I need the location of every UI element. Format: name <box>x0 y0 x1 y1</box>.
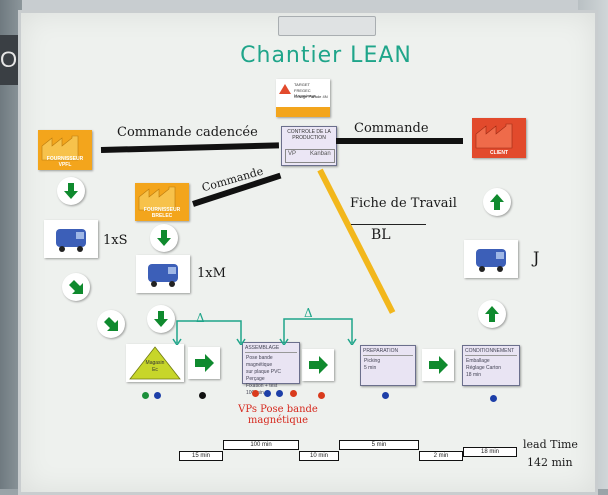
supplier-brelec-sub: BRELEC <box>151 213 173 219</box>
client-tag-line2: FREGEC Magasinage <box>294 88 316 98</box>
timeline-bottom-2: 10 min <box>299 451 339 461</box>
label-commande-right: Commande <box>354 121 429 136</box>
lead-time-label: lead Time <box>523 438 578 451</box>
control-title: CONTROLE DE LA PRODUCTION <box>287 129 331 141</box>
label-freq-1xs: 1xS <box>103 233 128 248</box>
stock-label: Magasin <box>145 360 165 366</box>
control-cell-left: VP <box>288 151 297 157</box>
client-tag-card: TARGET FREGEC Magasinage Orange Parade 4… <box>276 79 330 117</box>
timeline-bottom-1: 15 min <box>179 451 223 461</box>
arrow-down-icon <box>57 177 85 205</box>
arrow-right-icon <box>302 349 334 381</box>
magnet <box>318 392 325 399</box>
whiteboard: Chantier LEAN TARGET FREGEC Magasinage O… <box>18 10 598 495</box>
process-preparation-line: Picking <box>364 358 381 364</box>
board-clip <box>278 16 376 36</box>
control-production-card: CONTROLE DE LA PRODUCTION VP Kanban <box>281 126 337 166</box>
label-freq-j: J <box>533 248 540 267</box>
process-preparation: PREPARATION Picking 5 min <box>360 345 416 386</box>
arrow-down-icon <box>147 305 175 333</box>
board-title: Chantier LEAN <box>240 43 412 68</box>
stock-card: Magasin Ec <box>126 344 184 382</box>
stock-sub: Ec <box>152 367 158 373</box>
process-preparation-title: PREPARATION <box>363 348 413 356</box>
truck-icon <box>56 229 86 252</box>
magnet <box>252 390 259 397</box>
client-card: CLIENT <box>472 118 526 158</box>
magnet <box>382 392 389 399</box>
magnet <box>276 390 283 397</box>
process-conditionnement: CONDITIONNEMENT Emballage Réglage Carton… <box>462 345 520 386</box>
arrow-up-icon <box>478 300 506 328</box>
info-line-right <box>336 138 463 144</box>
timeline-bottom-3: 2 min <box>419 451 463 461</box>
client-label: CLIENT <box>489 150 509 156</box>
logo-icon <box>279 84 291 94</box>
red-note: VPs Pose bande magnétique <box>233 404 323 426</box>
timeline-top-3: 18 min <box>463 447 517 457</box>
truck-icon <box>476 249 506 272</box>
timeline-top-2: 5 min <box>339 440 419 450</box>
arrow-down-right-icon <box>62 273 90 301</box>
delta-mark-1: Δ <box>196 311 205 325</box>
client-tag-line3: Orange Parade 4N <box>294 94 328 99</box>
wall-sign: Ol <box>0 35 22 85</box>
factory-icon <box>41 135 79 161</box>
process-conditionnement-line: 18 min <box>466 372 482 378</box>
process-conditionnement-line: Emballage <box>466 358 490 364</box>
kaizen-bracket-1 <box>172 320 246 345</box>
arrow-up-icon <box>483 188 511 216</box>
truck-icon <box>148 264 178 287</box>
lead-time-value: 142 min <box>527 456 573 469</box>
truck-card-3 <box>464 240 518 278</box>
wall-left <box>0 0 22 489</box>
label-fiche-travail: Fiche de Travail <box>350 196 457 211</box>
arrow-down-icon <box>150 224 178 252</box>
process-assemblage-line: sur plaque PVC <box>246 369 282 375</box>
supplier-vpfl-card: FOURNISSEUR VPFL <box>38 130 92 170</box>
label-commande-cadencee: Commande cadencée <box>117 125 258 140</box>
timeline-top-1: 100 min <box>223 440 299 450</box>
red-note-line2: magnétique <box>247 415 309 426</box>
magnet <box>142 392 149 399</box>
process-assemblage: ASSEMBLAGE Pose bande magnétique sur pla… <box>242 342 300 396</box>
arrow-down-right-icon <box>97 310 125 338</box>
supplier-brelec-card: FOURNISSEUR BRELEC <box>135 183 189 221</box>
supplier-vpfl-sub: VPFL <box>58 162 72 168</box>
red-note-line1: VPs Pose bande <box>238 404 318 415</box>
process-assemblage-line: Fixation + test <box>246 383 278 389</box>
truck-card-2 <box>136 255 190 293</box>
process-assemblage-title: ASSEMBLAGE <box>245 345 297 353</box>
magnet <box>154 392 161 399</box>
magnet <box>290 390 297 397</box>
truck-card-1 <box>44 220 98 258</box>
arrow-right-icon <box>188 347 220 379</box>
label-bl: BL <box>371 227 391 243</box>
bl-underline <box>351 224 426 225</box>
factory-icon <box>475 123 513 149</box>
label-freq-1xm: 1xM <box>197 266 226 281</box>
supplier-vpfl-label: FOURNISSEUR <box>46 156 84 162</box>
process-assemblage-line: Pose bande magnétique <box>246 355 273 368</box>
control-cell-right: Kanban <box>310 151 331 157</box>
supplier-brelec-label: FOURNISSEUR <box>143 207 181 213</box>
kaizen-bracket-2 <box>279 318 357 345</box>
process-conditionnement-line: Réglage Carton <box>466 365 502 371</box>
info-line-left <box>100 142 280 153</box>
factory-icon <box>138 186 176 211</box>
inventory-triangle-icon <box>129 346 181 380</box>
client-tag-line1: TARGET <box>294 82 310 87</box>
process-preparation-line: 5 min <box>364 365 377 371</box>
arrow-right-icon <box>422 349 454 381</box>
process-assemblage-line: Perçage <box>246 376 265 382</box>
process-conditionnement-title: CONDITIONNEMENT <box>465 348 517 356</box>
magnet <box>264 390 271 397</box>
delta-mark-2: Δ <box>304 306 313 320</box>
magnet <box>490 395 497 402</box>
magnet <box>199 392 206 399</box>
